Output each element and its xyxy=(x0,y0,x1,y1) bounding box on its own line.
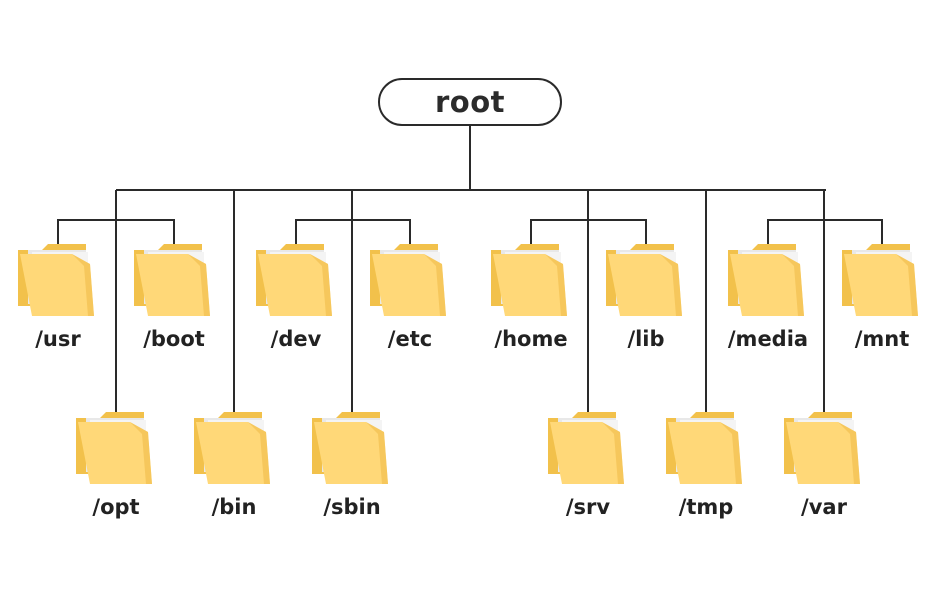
folder-label: /tmp xyxy=(678,495,734,519)
folder-var[interactable] xyxy=(780,408,862,488)
folder-label: /media xyxy=(727,327,809,351)
folder-opt[interactable] xyxy=(72,408,154,488)
folder-icon xyxy=(606,244,682,316)
folder-tmp[interactable] xyxy=(662,408,744,488)
folder-icon xyxy=(491,244,567,316)
folder-bin[interactable] xyxy=(190,408,272,488)
folder-icon xyxy=(312,412,388,484)
folder-etc[interactable] xyxy=(366,240,448,320)
folder-icon xyxy=(194,412,270,484)
folder-home[interactable] xyxy=(487,240,569,320)
folder-icon xyxy=(370,244,446,316)
folder-lib[interactable] xyxy=(602,240,684,320)
root-node: root xyxy=(378,78,562,126)
folder-label: /boot xyxy=(143,327,205,351)
folder-icon xyxy=(18,244,94,316)
folder-label: /srv xyxy=(565,495,611,519)
folder-label: /var xyxy=(801,495,847,519)
folder-icon xyxy=(76,412,152,484)
folder-icon xyxy=(548,412,624,484)
folder-label: /usr xyxy=(35,327,81,351)
folder-label: /mnt xyxy=(854,327,910,351)
connector-media-mnt xyxy=(767,219,883,248)
folder-media[interactable] xyxy=(724,240,806,320)
folder-icon xyxy=(666,412,742,484)
connector-dev-etc xyxy=(295,219,411,248)
folder-label: /opt xyxy=(92,495,140,519)
folder-mnt[interactable] xyxy=(838,240,920,320)
folder-icon xyxy=(256,244,332,316)
folder-icon xyxy=(784,412,860,484)
folder-srv[interactable] xyxy=(544,408,626,488)
folder-boot[interactable] xyxy=(130,240,212,320)
folder-icon xyxy=(134,244,210,316)
folder-label: /sbin xyxy=(323,495,381,519)
folder-label: /home xyxy=(494,327,568,351)
folder-icon xyxy=(842,244,918,316)
folder-label: /etc xyxy=(387,327,433,351)
folder-usr[interactable] xyxy=(14,240,96,320)
folder-label: /lib xyxy=(627,327,665,351)
folder-sbin[interactable] xyxy=(308,408,390,488)
connector-usr-boot xyxy=(57,219,175,248)
folder-icon xyxy=(728,244,804,316)
folder-dev[interactable] xyxy=(252,240,334,320)
root-label: root xyxy=(434,85,505,119)
folder-label: /bin xyxy=(211,495,257,519)
connector-home-lib xyxy=(530,219,647,248)
folder-label: /dev xyxy=(270,327,322,351)
